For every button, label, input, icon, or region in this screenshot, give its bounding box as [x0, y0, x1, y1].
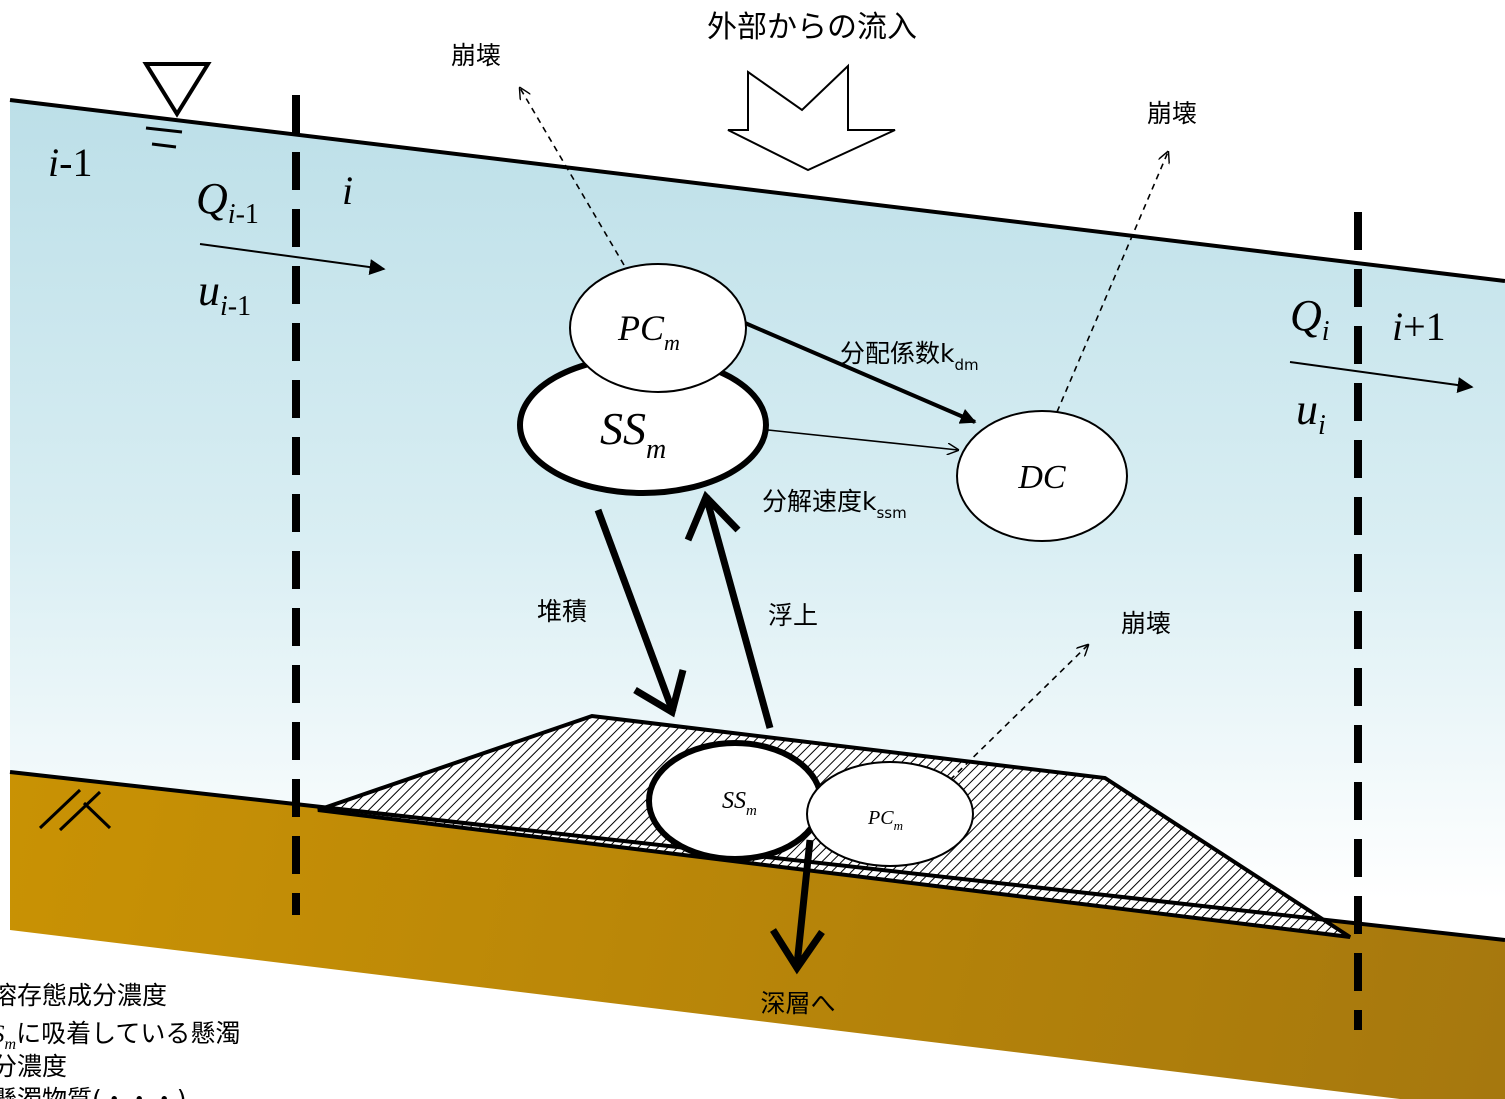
- pc-water-ellipse: [569, 263, 747, 393]
- partition-label: 分配係数kdm: [840, 339, 979, 374]
- legend-line-1: 溶存態成分濃度: [0, 981, 167, 1010]
- collapse-label-2: 崩壊: [1147, 99, 1197, 128]
- resuspension-label: 浮上: [768, 601, 818, 630]
- flow-arrow-left: [199, 243, 386, 275]
- deposition-arrowhead: [633, 669, 687, 718]
- deep-layer-arrow: [793, 839, 814, 966]
- riverbed-soil: [10, 772, 1505, 1099]
- section-index-left: i-1: [48, 140, 92, 185]
- velocity-u-right: ui: [1296, 385, 1326, 441]
- decomposition-label: 分解速度kssm: [762, 487, 907, 522]
- collapse-arrow-pc: [520, 88, 625, 266]
- deposition-arrow: [594, 508, 677, 714]
- deep-layer-arrowhead: [770, 928, 825, 975]
- resuspension-arrow: [702, 495, 774, 729]
- ground-symbol-icon: [38, 788, 112, 832]
- inflow-arrow-icon: [727, 63, 896, 172]
- collapse-label-1: 崩壊: [451, 41, 501, 70]
- dc-label: DC: [1017, 459, 1066, 496]
- legend-line-3: 分濃度: [0, 1052, 67, 1081]
- pc-sediment-ellipse: [806, 761, 974, 867]
- velocity-u-left: ui-1: [198, 266, 251, 322]
- flow-q-right: Qi: [1290, 291, 1330, 347]
- collapse-label-3: 崩壊: [1121, 609, 1171, 638]
- collapse-arrow-dc: [1056, 152, 1168, 413]
- deposition-label: 堆積: [537, 597, 587, 626]
- section-index-center: i: [342, 168, 353, 213]
- legend-line-4: 懸濁物質(・・・): [0, 1085, 187, 1099]
- pc-sediment-label: PCm: [867, 807, 903, 833]
- flow-q-left: Qi-1: [196, 174, 259, 230]
- resuspension-arrowhead: [684, 490, 741, 542]
- partition-arrow: [728, 309, 977, 424]
- water-surface-line: [9, 98, 1505, 283]
- inflow-label: 外部からの流入: [707, 10, 917, 45]
- ss-water-label: SSm: [600, 403, 666, 465]
- dc-ellipse: [956, 410, 1128, 542]
- flow-arrow-right: [1289, 361, 1474, 393]
- ss-sediment-label: SSm: [722, 788, 757, 819]
- pc-water-label: PCm: [617, 308, 680, 355]
- decomposition-arrow: [767, 429, 958, 450]
- legend-line-2: Smに吸着している懸濁: [0, 1019, 240, 1053]
- deep-layer-label: 深層へ: [760, 989, 835, 1018]
- section-index-right: i+1: [1392, 304, 1446, 349]
- water-body: [10, 100, 1505, 940]
- water-level-icon: [142, 62, 212, 149]
